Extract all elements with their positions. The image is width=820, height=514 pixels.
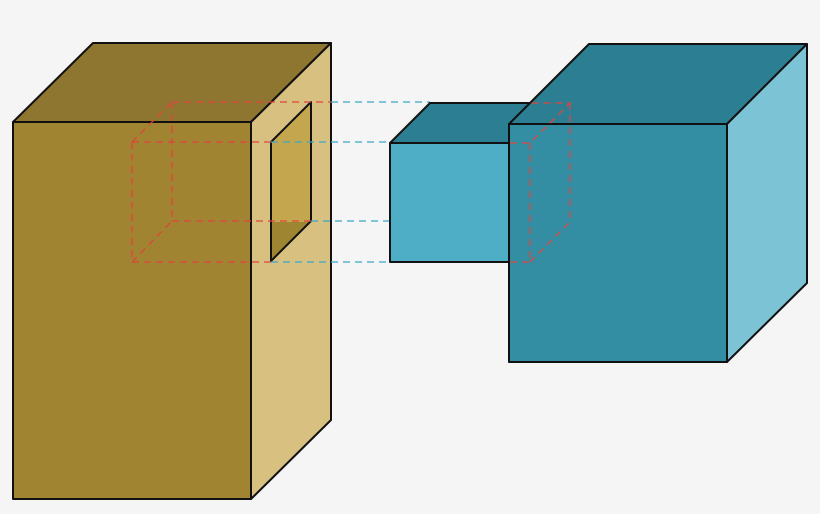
mortise-block [12, 42, 332, 500]
hidden-top-left-diag [131, 101, 173, 143]
projection-lines [271, 101, 430, 263]
hidden-tenon-outline-right [510, 102, 572, 263]
hidden-mortise-outline [131, 101, 331, 263]
hidden-edge-right-box [510, 102, 572, 144]
cube-front-face [508, 123, 728, 363]
block-side-face [250, 42, 332, 500]
hidden-bottom-left-diag [131, 220, 173, 263]
tenon-front-face [389, 142, 511, 263]
hidden-edge-right-diag [529, 221, 571, 263]
tenon-cube [508, 43, 808, 363]
block-front-face [12, 121, 252, 500]
